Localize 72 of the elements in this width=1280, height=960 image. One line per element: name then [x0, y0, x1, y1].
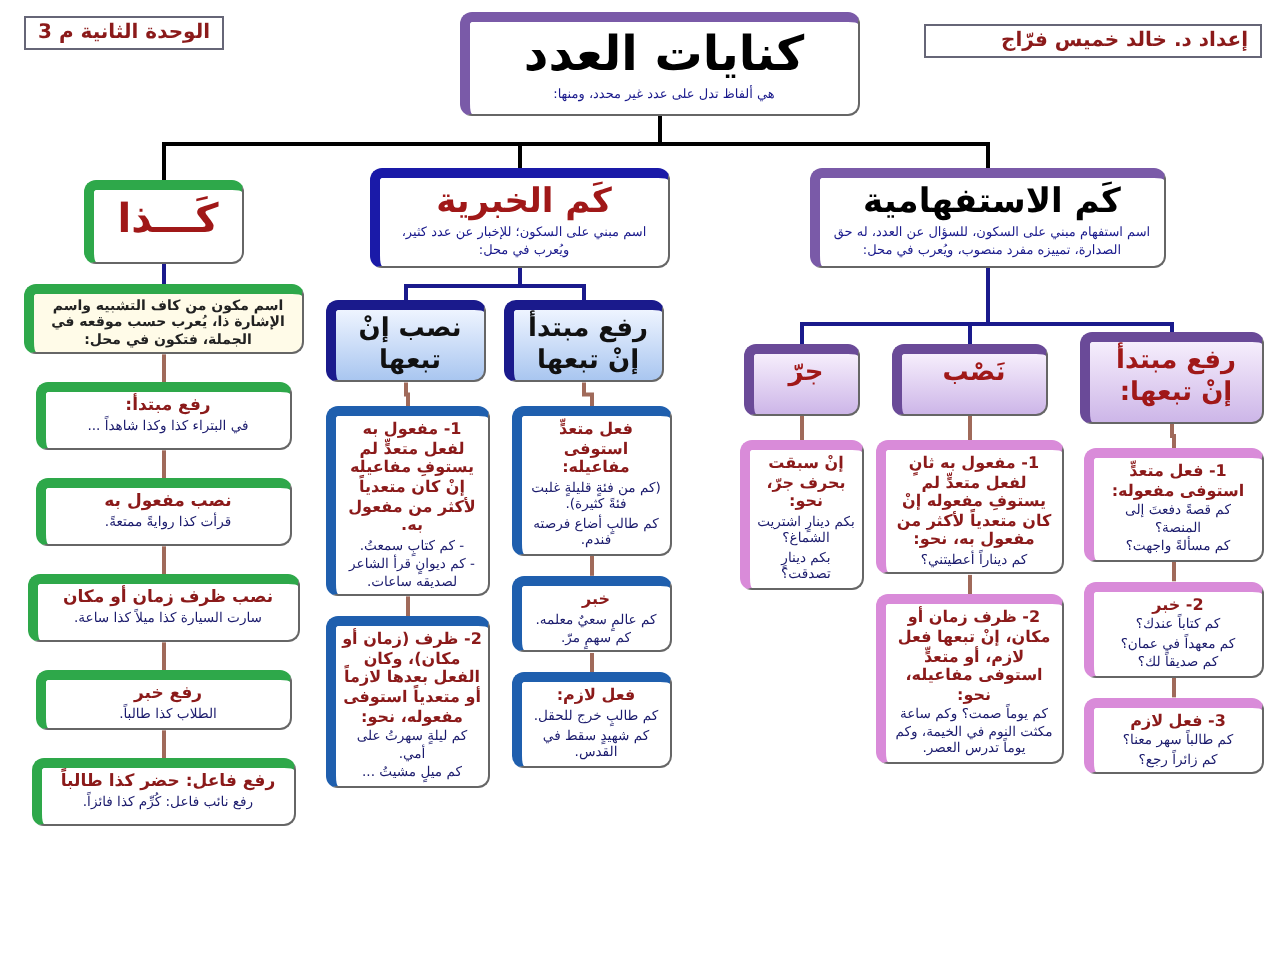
rule-text: نصب ظرف زمان أو مكان	[60, 588, 276, 609]
rule-text: 1- مفعول به ثانٍ لفعل متعدٍّ لم يستوفِ مفعوله إنْ كان متعدياً لأكثر من مفعول به، نحو:	[894, 454, 1054, 550]
category-box	[744, 344, 860, 416]
rule-text: رفع مبتدأ:	[125, 396, 213, 417]
author-label: إعداد د. خالد خميس فرّاج	[924, 24, 1262, 58]
connector-line	[162, 450, 166, 479]
rule-text: فعل لازم:	[554, 686, 638, 707]
note-card	[326, 616, 490, 788]
connector-line	[968, 574, 972, 595]
title: كنايات العدد	[521, 26, 807, 84]
note-card	[36, 382, 292, 451]
note-card	[326, 406, 490, 597]
connector-line	[162, 264, 166, 284]
note-card	[36, 670, 292, 731]
category-box	[504, 300, 664, 383]
rule-text: خبر	[579, 589, 612, 609]
rule-text: 1- فعل متعدٍّ استوفى مفعوله:	[1109, 462, 1247, 501]
note-card	[876, 440, 1064, 575]
connector-line	[406, 596, 410, 617]
category-box	[326, 300, 486, 383]
note-card	[24, 284, 304, 355]
note-card	[512, 575, 672, 653]
rule-text: 2- ظرف (زمان أو مكان)، وكان الفعل بعدها لازماً أو متعدياً استوفى مفعوله، نحو:	[342, 630, 482, 727]
connector-line	[162, 546, 166, 575]
connector-line	[968, 416, 972, 440]
connector-line	[590, 555, 594, 576]
connector-line	[800, 416, 804, 440]
rule-text: 2- ظرف زمان أو مكان، إنْ تبعها فعل لازم، أو متعدٍّ استوفى مفاعيله، نحو:	[895, 608, 1053, 704]
connector-line	[518, 268, 586, 300]
rule-text: 1- مفعول به لفعل متعدٍّ لم يستوفِ مفاعيله إنْ كان متعدياً لأكثر من مفعول به.	[346, 420, 478, 536]
rule-text: نصب مفعول به	[102, 492, 234, 513]
rule-text: رفع فاعل: حضر كذا طالباً	[58, 772, 278, 793]
heading: كَم الخبرية	[434, 182, 614, 223]
note-card	[28, 574, 300, 643]
connector-line	[162, 354, 166, 383]
connector-line	[404, 382, 410, 407]
note-card	[740, 440, 864, 590]
connector-line	[162, 642, 166, 671]
note-card	[36, 478, 292, 547]
heading: نَصْب	[940, 358, 1008, 390]
note-card	[1084, 697, 1264, 775]
connector-line	[590, 652, 594, 673]
heading: نصب إنْ تبعها	[356, 314, 464, 377]
rule-text: إنْ سبقت بحرف جرّ، نحو:	[764, 454, 848, 512]
category-box	[892, 344, 1048, 416]
heading: كَـــذا	[115, 194, 221, 242]
heading-box	[84, 180, 244, 264]
connector-line	[582, 382, 594, 407]
note-card	[1084, 581, 1264, 678]
connector-line	[162, 116, 662, 180]
heading: كَم الاستفهامية	[861, 182, 1123, 223]
note-card	[32, 758, 296, 827]
note-card	[512, 672, 672, 768]
heading-box	[370, 168, 670, 268]
connector-line	[1172, 561, 1176, 582]
rule-text: رفع خبر	[133, 684, 205, 705]
note-card	[512, 406, 672, 556]
note-card	[1084, 448, 1264, 562]
note-card	[876, 594, 1064, 764]
rule-text: فعل متعدٍّ استوفى مفاعيله:	[556, 420, 636, 478]
connector-line	[1170, 424, 1176, 448]
connector-line	[1172, 677, 1176, 698]
rule-text: 2- خبر	[1149, 595, 1206, 614]
heading: رفع مبتدأ إنْ تبعها	[525, 314, 651, 377]
heading-box	[810, 168, 1166, 268]
category-box	[1080, 332, 1264, 424]
heading: رفع مبتدأ إنْ تبعها:	[1113, 346, 1239, 409]
unit-label: الوحدة الثانية م 3	[24, 16, 225, 50]
rule-text: 3- فعل لازم	[1128, 711, 1228, 730]
connector-line	[162, 730, 166, 759]
heading: جرّ	[785, 358, 826, 390]
title-box	[460, 12, 860, 116]
